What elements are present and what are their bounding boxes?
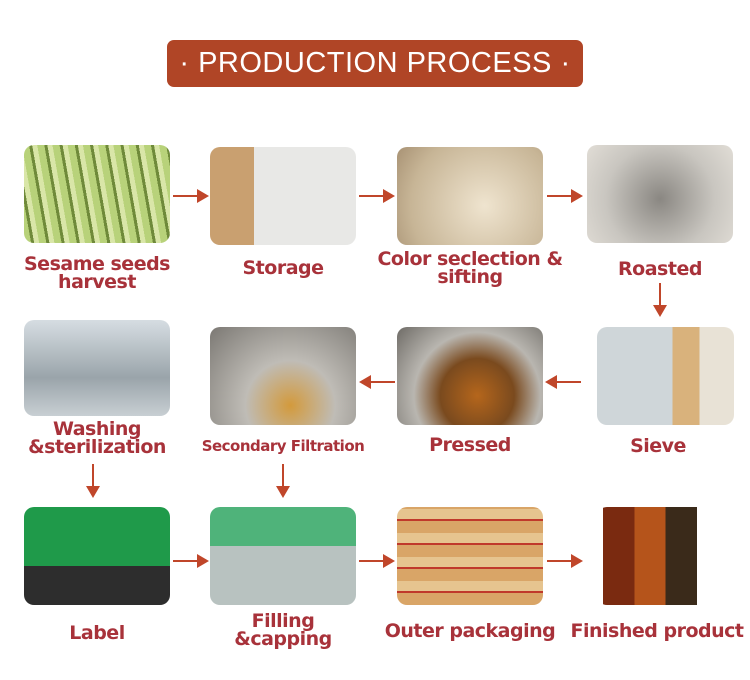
sieve-photo	[597, 327, 734, 425]
step-label: Secondary Filtration	[201, 437, 365, 455]
arrow-down-icon	[653, 283, 667, 317]
label-photo	[24, 507, 170, 605]
step-label: Color seclection & sifting	[377, 248, 563, 288]
step-label: Outer packaging	[384, 620, 556, 642]
arrow-left-icon	[359, 375, 395, 389]
sifting-photo	[397, 147, 543, 245]
arrow-down-icon	[86, 464, 100, 498]
arrow-right-icon	[547, 189, 583, 203]
step-label: Washing &sterilization	[28, 418, 166, 458]
arrow-right-icon	[173, 189, 209, 203]
page-title: · PRODUCTION PROCESS ·	[167, 40, 583, 87]
arrow-right-icon	[547, 554, 583, 568]
arrow-right-icon	[359, 554, 395, 568]
arrow-right-icon	[173, 554, 209, 568]
finished-product-photo	[597, 507, 722, 605]
packaging-photo	[397, 507, 543, 605]
roasting-photo	[587, 145, 733, 243]
arrow-left-icon	[545, 375, 581, 389]
step-label: Label	[69, 622, 125, 644]
arrow-right-icon	[359, 189, 395, 203]
step-label: Storage	[242, 257, 325, 279]
step-label: Filling &capping	[234, 610, 332, 650]
harvest-photo	[24, 145, 170, 243]
storage-photo	[210, 147, 356, 245]
step-label: Sieve	[630, 435, 686, 457]
step-label: Pressed	[429, 434, 511, 456]
step-label: Sesame seeds harvest	[24, 253, 171, 293]
arrow-down-icon	[276, 464, 290, 498]
step-label: Roasted	[618, 258, 702, 280]
filtration-photo	[210, 327, 356, 425]
washing-photo	[24, 320, 170, 416]
step-label: Finished product	[570, 620, 744, 642]
filling-photo	[210, 507, 356, 605]
pressing-photo	[397, 327, 543, 425]
